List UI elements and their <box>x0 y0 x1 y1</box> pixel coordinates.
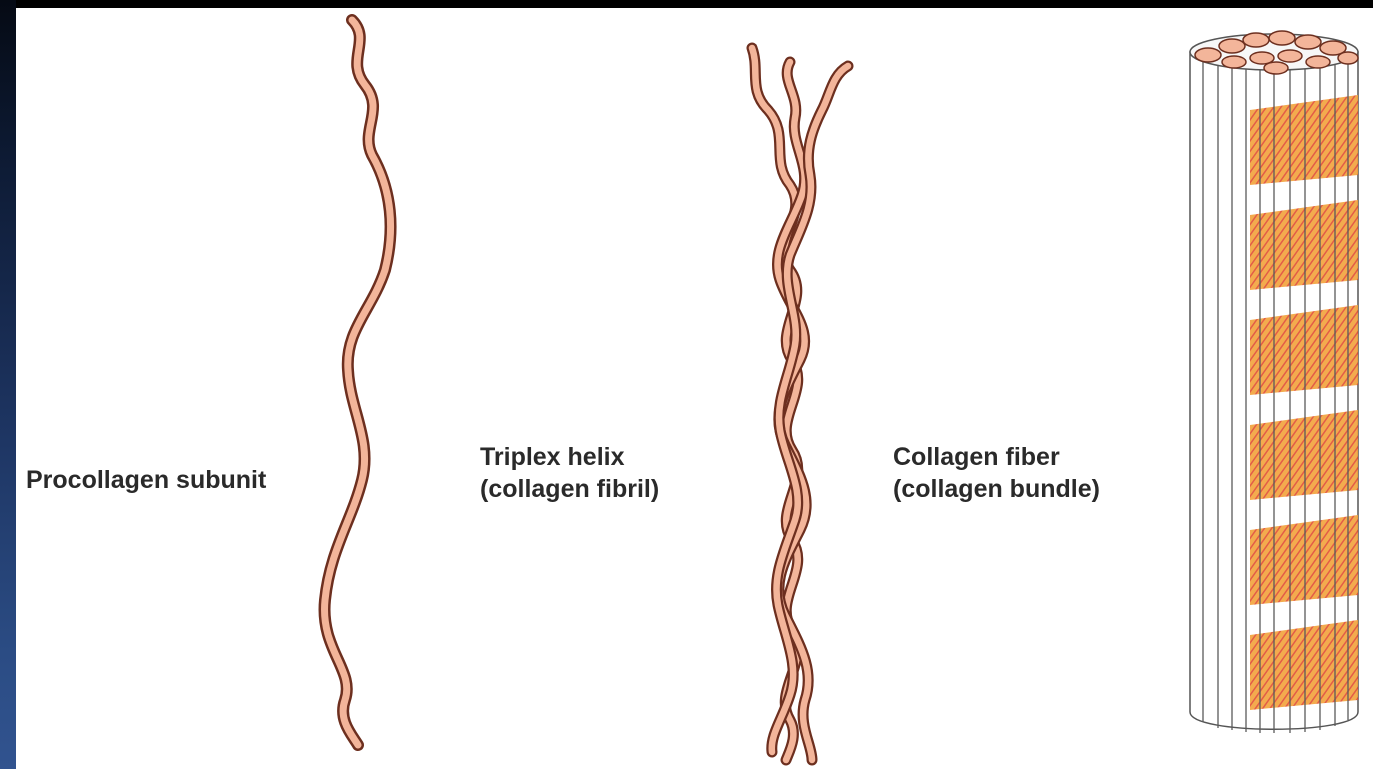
collagen-fiber-label-line2: (collagen bundle) <box>893 473 1100 505</box>
collagen-fiber-bundle <box>1190 31 1358 733</box>
collagen-fiber-label: Collagen fiber (collagen bundle) <box>893 441 1100 505</box>
procollagen-label: Procollagen subunit <box>26 464 266 496</box>
procollagen-strand <box>325 20 391 745</box>
triplex-helix-label: Triplex helix (collagen fibril) <box>480 441 659 505</box>
triplex-helix-label-line2: (collagen fibril) <box>480 473 659 505</box>
procollagen-label-text: Procollagen subunit <box>26 464 266 496</box>
triplex-helix-label-line1: Triplex helix <box>480 441 659 473</box>
collagen-fiber-label-line1: Collagen fiber <box>893 441 1100 473</box>
